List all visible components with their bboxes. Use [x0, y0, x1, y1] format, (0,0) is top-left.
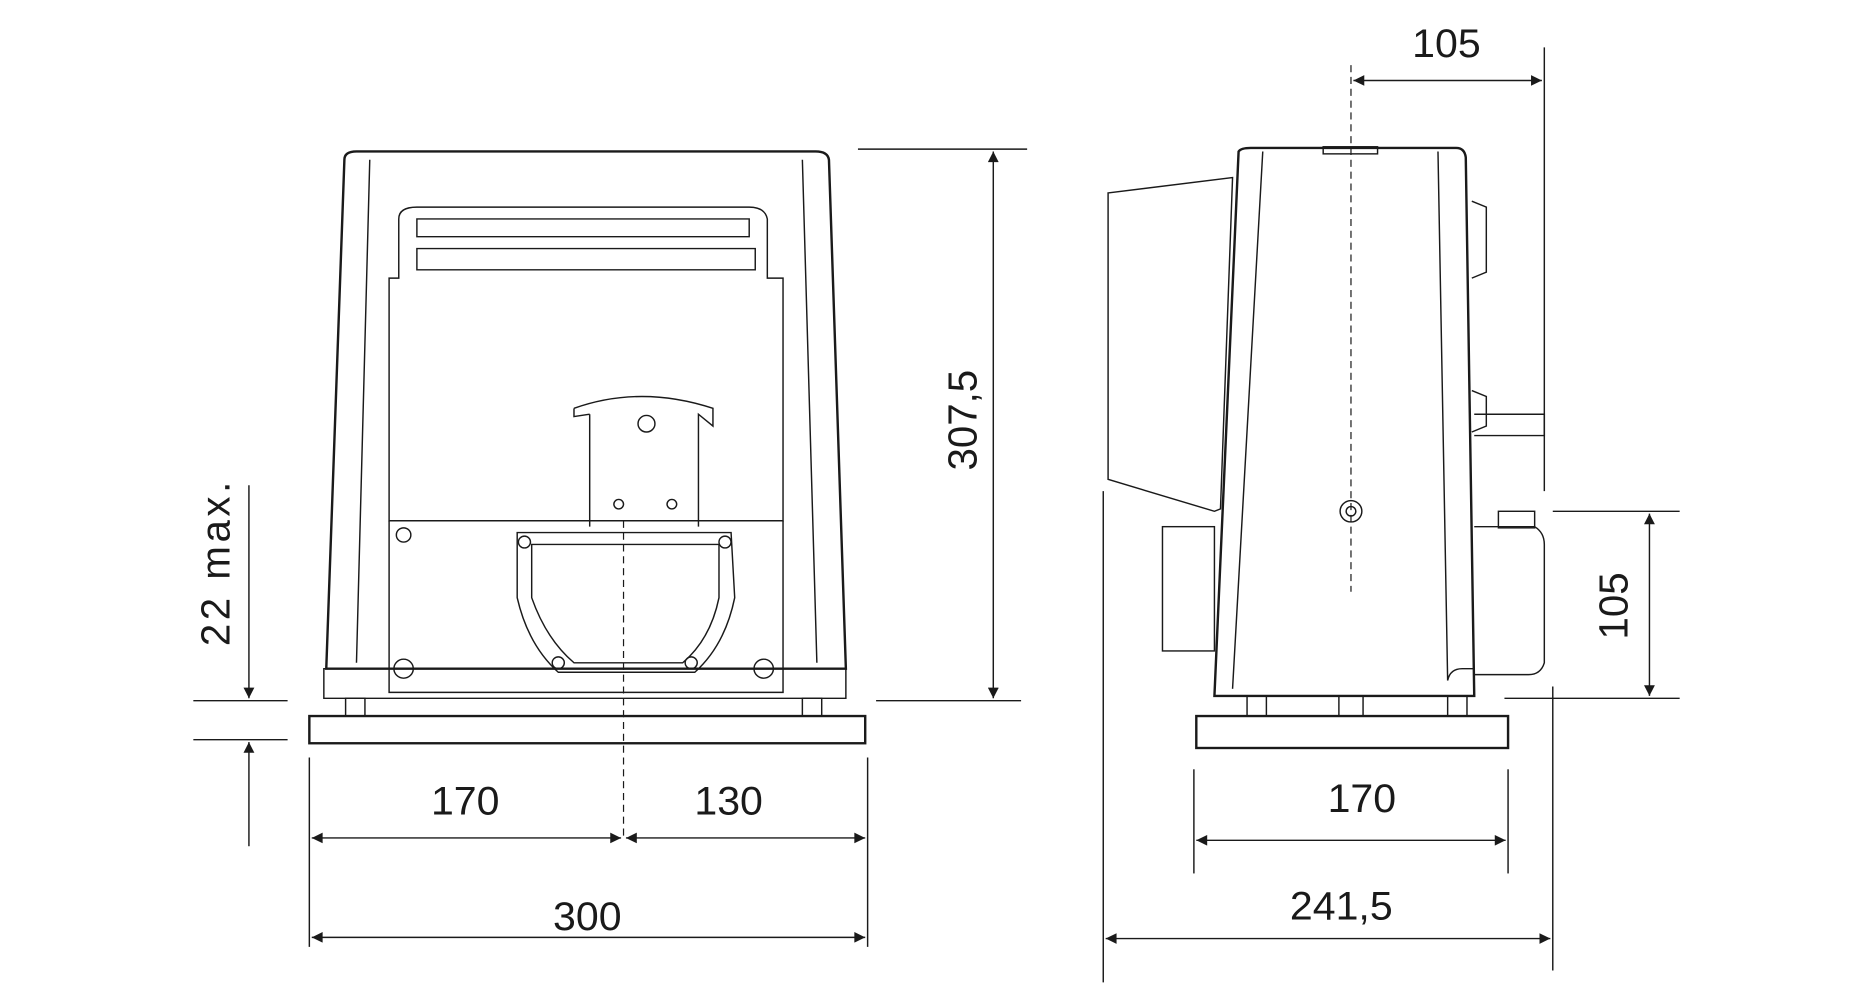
dim-base-clearance: 22 max. [192, 478, 238, 646]
dim-front-left: 170 [431, 778, 500, 824]
dim-side-lower: 105 [1590, 572, 1636, 639]
dimension-lines [193, 47, 1680, 983]
dim-side-base: 170 [1328, 775, 1397, 821]
dim-height: 307,5 [939, 370, 985, 471]
screws [393, 498, 775, 679]
front-view [308, 150, 867, 841]
side-view [1107, 65, 1546, 750]
dim-front-width: 300 [553, 894, 622, 940]
dim-side-top: 105 [1412, 20, 1481, 66]
dim-front-right: 130 [694, 778, 763, 824]
dim-side-depth: 241,5 [1290, 883, 1393, 929]
